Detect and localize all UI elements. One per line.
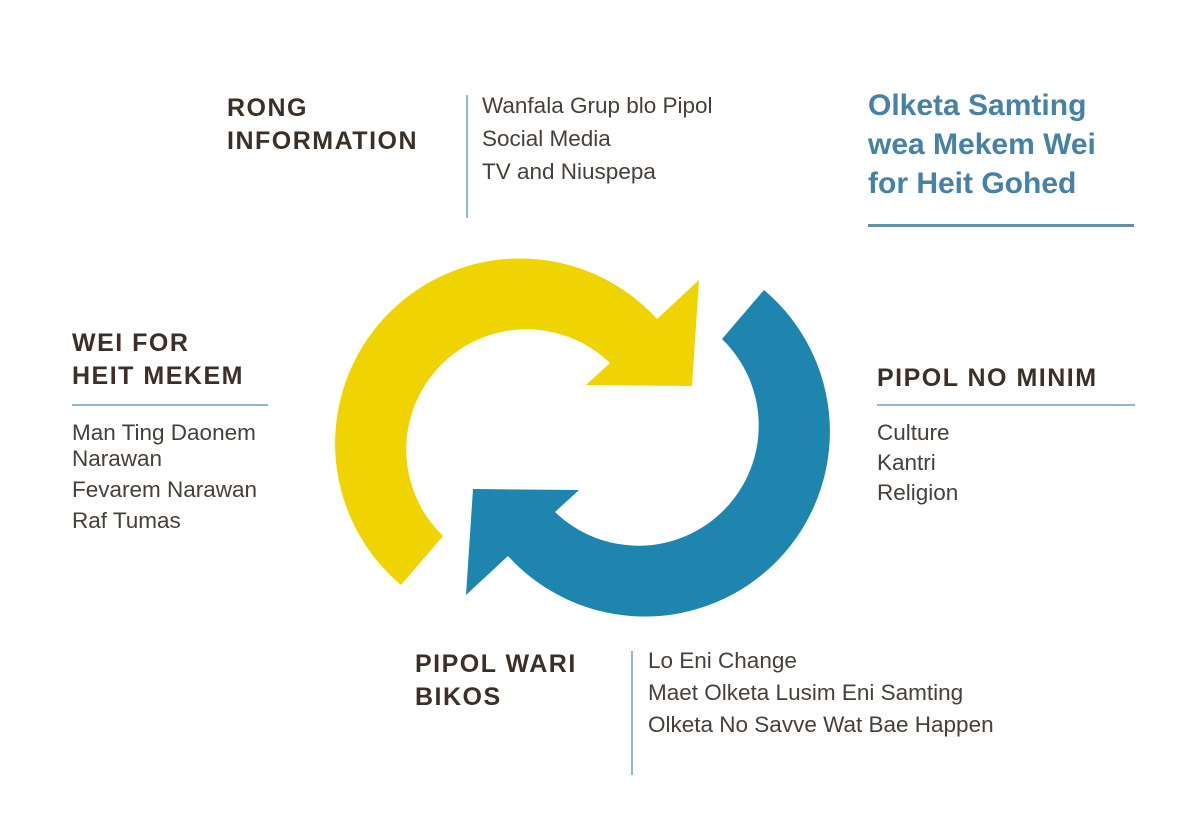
list-item: Social Media: [482, 126, 611, 151]
list-item: Wanfala Grup blo Pipol: [482, 93, 713, 118]
list-item: Religion: [877, 480, 959, 505]
section-right-heading: PIPOL NO MINIM: [877, 364, 1098, 392]
list-item: TV and Niuspepa: [482, 159, 656, 184]
section-top-heading: RONG INFORMATION: [227, 94, 419, 155]
list-item: Olketa No Savve Wat Bae Happen: [648, 712, 994, 737]
section-bottom-list: Lo Eni Change Maet Olketa Lusim Eni Samt…: [648, 645, 994, 741]
list-item: Culture: [877, 420, 950, 445]
section-left-divider: [72, 404, 268, 406]
cycle-yellow-arrow-icon: [335, 258, 699, 585]
list-item: Maet Olketa Lusim Eni Samting: [648, 680, 964, 705]
section-right-divider: [877, 404, 1135, 406]
section-bottom-divider: [631, 651, 633, 775]
list-item: Fevarem Narawan: [72, 477, 258, 502]
section-left-list: Man Ting Daonem Narawan Fevarem Narawan …: [72, 420, 287, 539]
section-bottom-heading: PIPOL WARI BIKOS: [415, 650, 577, 711]
list-item: Kantri: [877, 450, 936, 475]
cycle-blue-arrow-icon: [466, 290, 830, 617]
list-item: Man Ting Daonem Narawan: [72, 420, 256, 471]
section-top-list: Wanfala Grup blo Pipol Social Media TV a…: [482, 89, 713, 188]
section-right-list: Culture Kantri Religion: [877, 418, 958, 508]
section-left-heading: WEI FOR HEIT MEKEM: [72, 329, 244, 390]
title-underline: [868, 224, 1134, 227]
section-top-divider: [466, 95, 468, 218]
page-title: Olketa Samting wea Mekem Wei for Heit Go…: [868, 89, 1096, 200]
list-item: Lo Eni Change: [648, 648, 797, 673]
list-item: Raf Tumas: [72, 508, 181, 533]
